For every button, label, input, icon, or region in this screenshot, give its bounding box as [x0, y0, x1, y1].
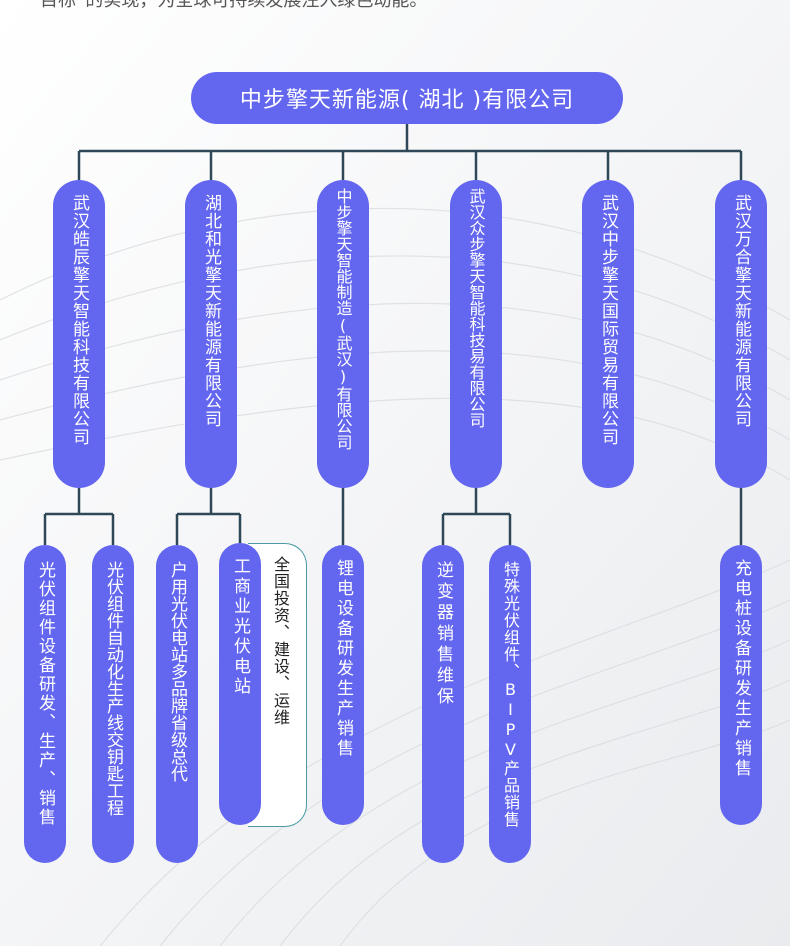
business-turnkey: 光伏组件自动化生产线交钥匙工程	[92, 545, 134, 863]
business-lithium: 锂电设备研发生产销售	[322, 545, 364, 825]
business-inverter: 逆变器销售维保	[422, 545, 464, 863]
business-label: 特殊光伏组件、BIPV产品销售	[501, 561, 520, 828]
company-label: 武汉众步擎天智能科技易有限公司	[466, 188, 486, 428]
company-zhongbu-manufacturing: 中步擎天智能制造(武汉)有限公司	[317, 180, 369, 488]
business-label: 光伏组件设备研发、生产、销售	[35, 561, 55, 827]
company-label: 武汉中步擎天国际贸易有限公司	[598, 194, 618, 446]
business-charging: 充电桩设备研发生产销售	[720, 545, 762, 825]
business-label: 工商业光伏电站	[230, 557, 250, 697]
business-label: 逆变器销售维保	[433, 561, 453, 708]
company-label: 武汉万合擎天新能源有限公司	[731, 194, 751, 428]
business-label: 户用光伏电站多品牌省级总代	[167, 561, 187, 782]
company-zhongbu-tech: 武汉众步擎天智能科技易有限公司	[450, 180, 502, 488]
business-residential-pv: 户用光伏电站多品牌省级总代	[156, 545, 198, 863]
intro-text: 目标”的实现，为全球可持续发展注入绿色动能。	[40, 0, 428, 11]
company-heguang: 湖北和光擎天新能源有限公司	[185, 180, 237, 488]
business-commercial-pv: 工商业光伏电站	[219, 543, 261, 825]
company-label: 中步擎天智能制造(武汉)有限公司	[333, 188, 353, 450]
company-label: 武汉皓辰擎天智能科技有限公司	[69, 194, 89, 446]
company-wanhe: 武汉万合擎天新能源有限公司	[715, 180, 767, 488]
business-label: 锂电设备研发生产销售	[333, 559, 353, 759]
business-label: 充电桩设备研发生产销售	[731, 559, 751, 779]
root-company: 中步擎天新能源( 湖北 )有限公司	[191, 72, 623, 124]
company-label: 湖北和光擎天新能源有限公司	[201, 194, 221, 428]
company-trade: 武汉中步擎天国际贸易有限公司	[582, 180, 634, 488]
business-bipv: 特殊光伏组件、BIPV产品销售	[489, 545, 531, 863]
business-pv-equipment: 光伏组件设备研发、生产、销售	[24, 545, 66, 863]
note-text: 全国投资、建设、运维	[271, 556, 290, 726]
company-haochen: 武汉皓辰擎天智能科技有限公司	[53, 180, 105, 488]
business-label: 光伏组件自动化生产线交钥匙工程	[103, 561, 123, 816]
